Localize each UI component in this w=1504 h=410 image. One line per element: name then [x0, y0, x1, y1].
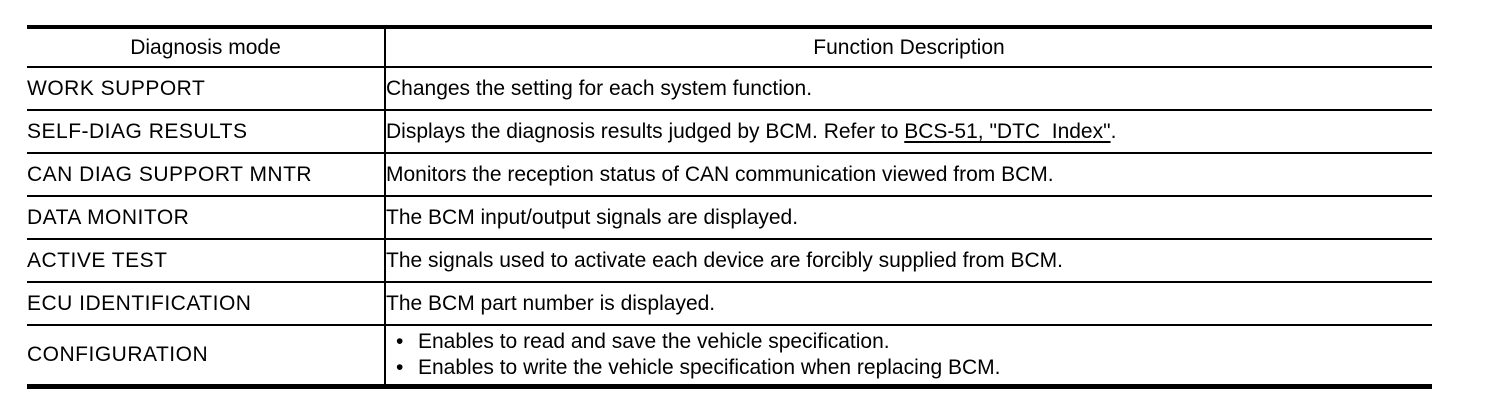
diagnosis-mode-table: Diagnosis mode Function Description WORK…	[27, 25, 1432, 389]
diagnosis-mode-cell: ACTIVE TEST	[27, 239, 386, 283]
diagnosis-mode-cell: CAN DIAG SUPPORT MNTR	[27, 153, 386, 197]
function-description-cell: Enables to read and save the vehicle spe…	[385, 325, 1432, 387]
column-header-function-description: Function Description	[385, 27, 1432, 68]
diagnosis-mode-cell: WORK SUPPORT	[27, 67, 386, 111]
column-header-diagnosis-mode: Diagnosis mode	[27, 27, 386, 68]
function-description-cell: Displays the diagnosis results judged by…	[385, 110, 1432, 154]
bullet-item: Enables to read and save the vehicle spe…	[396, 329, 1432, 355]
header-row: Diagnosis mode Function Description	[27, 27, 1432, 68]
description-text: Displays the diagnosis results judged by…	[386, 119, 905, 143]
diagnosis-mode-cell: SELF-DIAG RESULTS	[27, 110, 386, 154]
table-row-ecu-identification: ECU IDENTIFICATION The BCM part number i…	[27, 282, 1432, 326]
bullet-item: Enables to write the vehicle specificati…	[396, 355, 1432, 381]
function-description-cell: Changes the setting for each system func…	[385, 67, 1432, 111]
diagnosis-mode-cell: CONFIGURATION	[27, 325, 386, 387]
diagnosis-mode-cell: ECU IDENTIFICATION	[27, 282, 386, 326]
description-text-suffix: .	[1110, 119, 1117, 143]
diagnosis-mode-cell: DATA MONITOR	[27, 196, 386, 240]
table-row-configuration: CONFIGURATION Enables to read and save t…	[27, 325, 1432, 387]
table-row-active-test: ACTIVE TEST The signals used to activate…	[27, 239, 1432, 283]
table-row-self-diag-results: SELF-DIAG RESULTS Displays the diagnosis…	[27, 110, 1432, 154]
function-description-cell: The BCM input/output signals are display…	[385, 196, 1432, 240]
table-row-data-monitor: DATA MONITOR The BCM input/output signal…	[27, 196, 1432, 240]
dtc-index-reference-link[interactable]: BCS-51, "DTC Index"	[904, 119, 1111, 143]
configuration-bullet-list: Enables to read and save the vehicle spe…	[386, 329, 1432, 381]
table-row-work-support: WORK SUPPORT Changes the setting for eac…	[27, 67, 1432, 111]
function-description-cell: The BCM part number is displayed.	[385, 282, 1432, 326]
table-row-can-diag-support-mntr: CAN DIAG SUPPORT MNTR Monitors the recep…	[27, 153, 1432, 197]
diagnosis-table-container: Diagnosis mode Function Description WORK…	[27, 25, 1432, 389]
function-description-cell: The signals used to activate each device…	[385, 239, 1432, 283]
function-description-cell: Monitors the reception status of CAN com…	[385, 153, 1432, 197]
